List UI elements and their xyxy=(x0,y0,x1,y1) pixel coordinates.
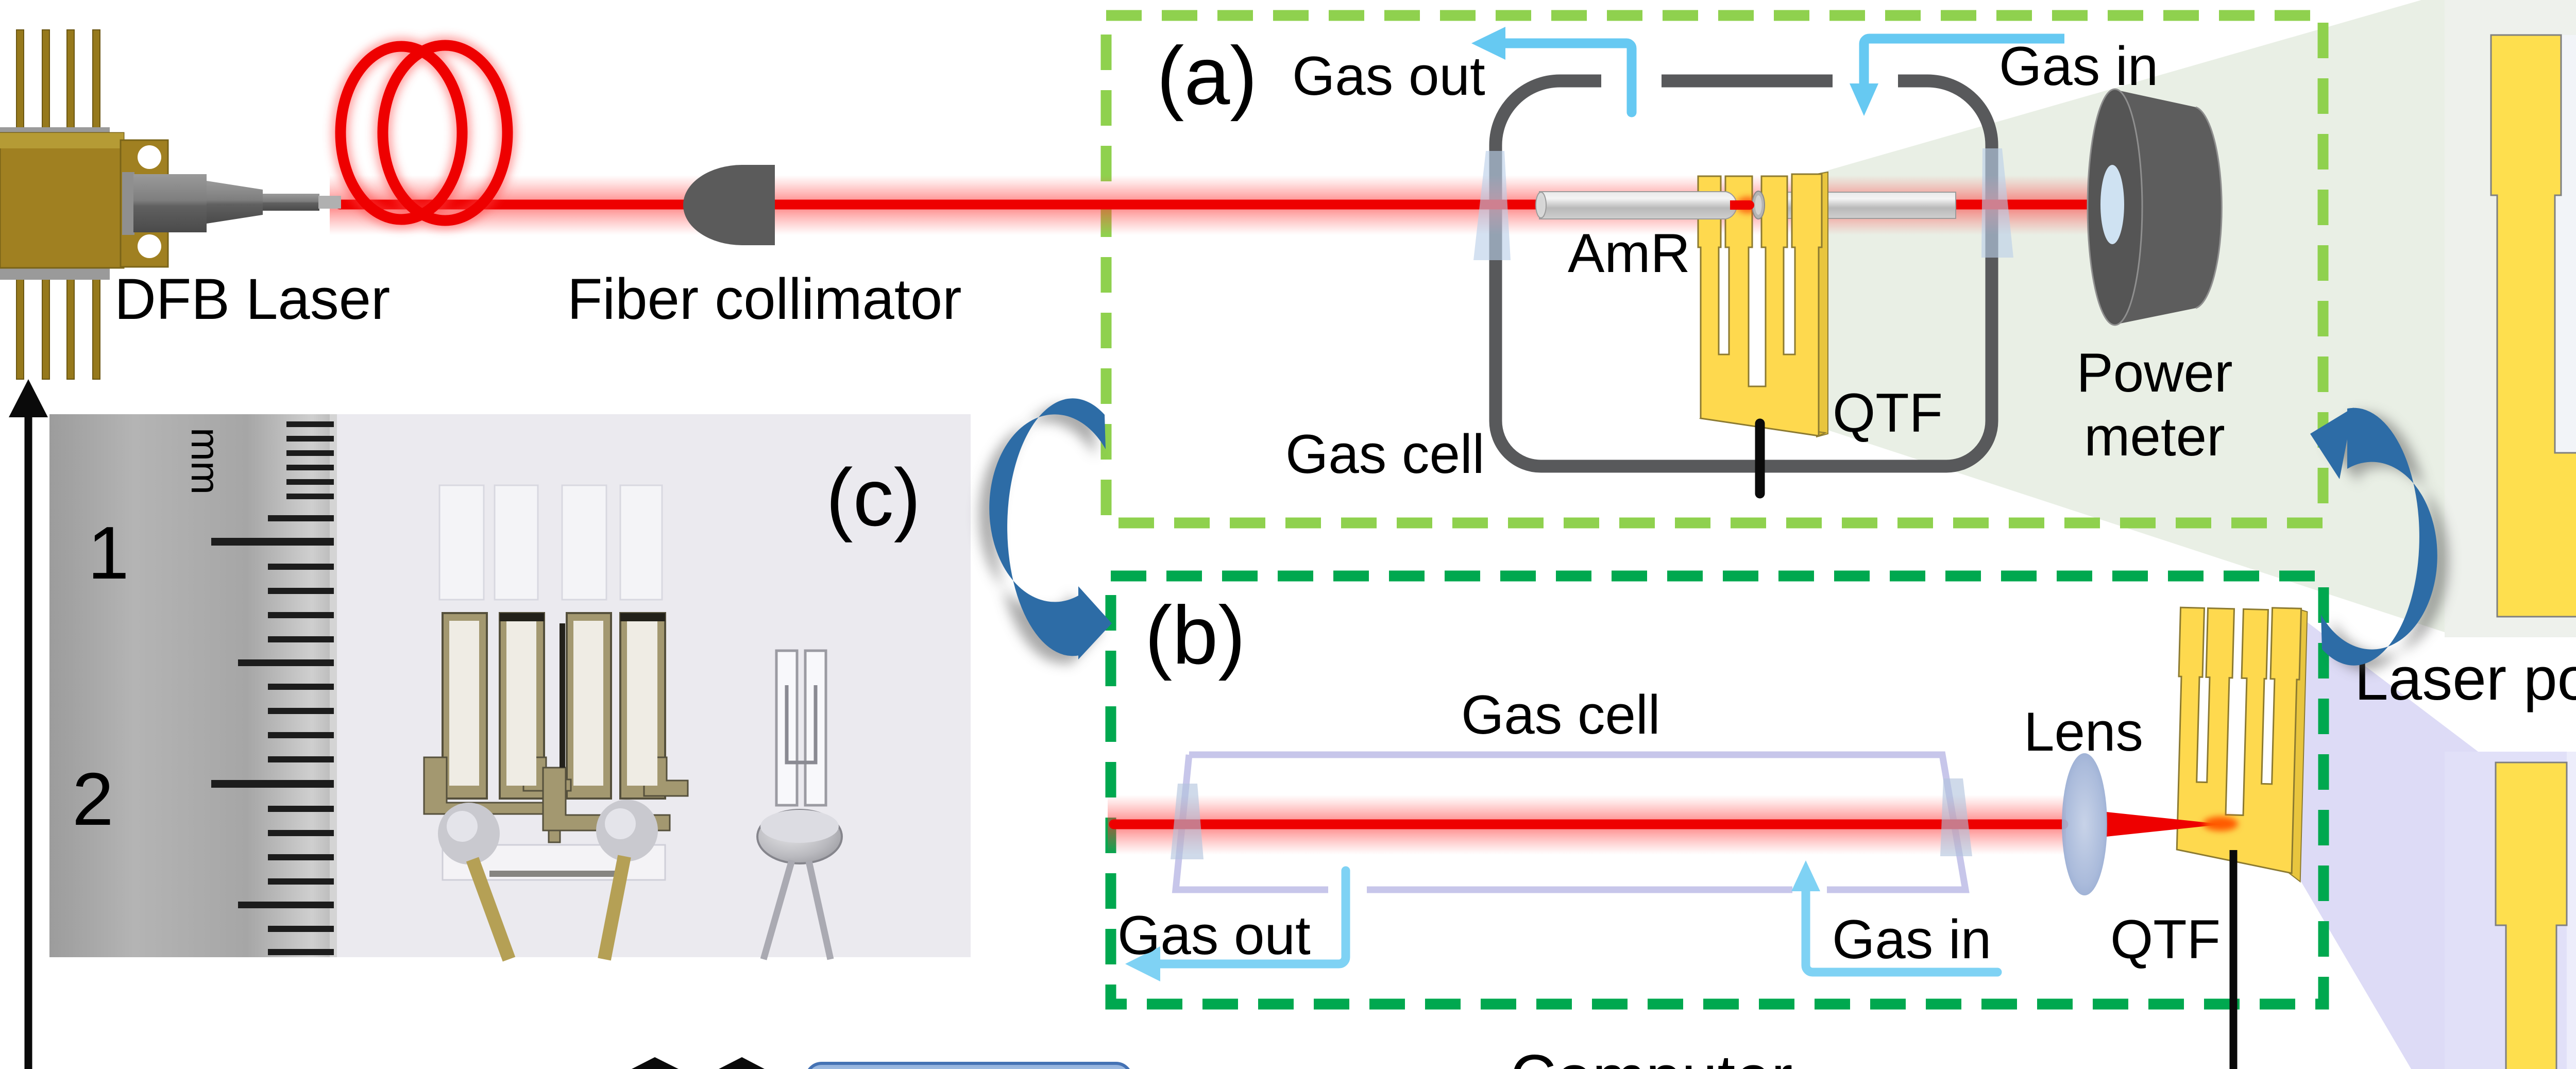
svg-text:Fiber collimator: Fiber collimator xyxy=(567,267,962,331)
svg-text:Gas cell: Gas cell xyxy=(1461,684,1660,745)
svg-text:Computer: Computer xyxy=(1510,1042,1793,1069)
svg-text:1: 1 xyxy=(88,511,129,595)
svg-text:(c): (c) xyxy=(826,452,921,543)
svg-text:QTF: QTF xyxy=(2110,908,2221,970)
svg-text:DFB Laser: DFB Laser xyxy=(114,267,390,331)
svg-text:Lens: Lens xyxy=(2024,701,2143,762)
svg-text:Power: Power xyxy=(2076,342,2232,403)
svg-text:mm: mm xyxy=(183,428,228,495)
svg-text:Gas out: Gas out xyxy=(1117,904,1311,966)
svg-text:2: 2 xyxy=(72,757,114,841)
svg-text:Gas out: Gas out xyxy=(1292,45,1485,107)
svg-text:Gas cell: Gas cell xyxy=(1285,423,1485,485)
svg-text:meter: meter xyxy=(2084,405,2225,467)
svg-text:QTF: QTF xyxy=(1833,382,1943,444)
svg-text:(a): (a) xyxy=(1157,29,1258,122)
svg-text:Gas in: Gas in xyxy=(1999,35,2158,97)
svg-text:AmR: AmR xyxy=(1568,222,1690,284)
svg-text:Gas in: Gas in xyxy=(1832,908,1991,970)
svg-text:(b): (b) xyxy=(1145,589,1246,681)
